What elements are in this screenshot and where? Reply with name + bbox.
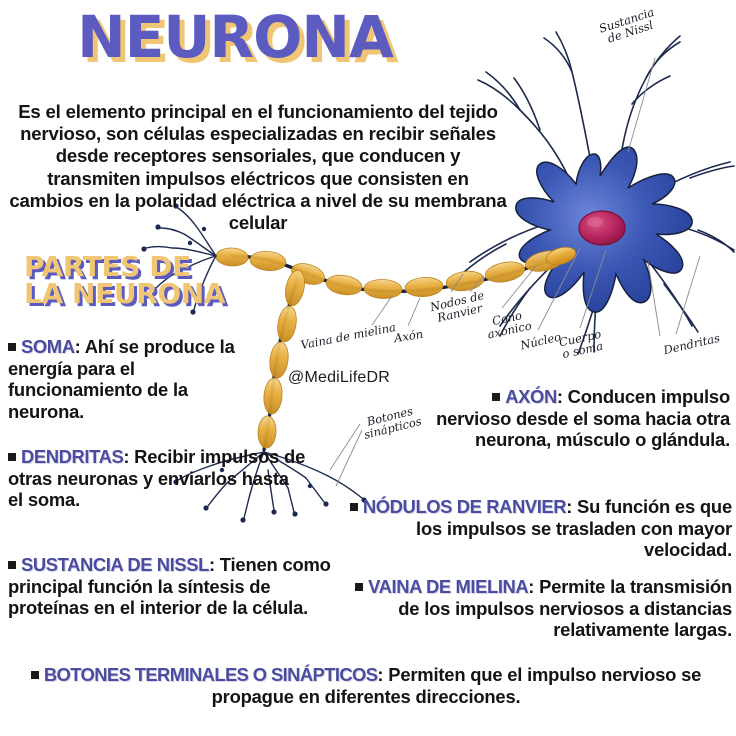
page-title: NEURONA bbox=[77, 3, 394, 71]
title-container: NEURONA bbox=[0, 8, 470, 66]
part-body-botones: : Permiten que el impulso nervioso se pr… bbox=[211, 664, 702, 707]
diagram-label-sustancia-de-nissl: Sustancia de Nissl bbox=[597, 5, 660, 47]
bullet-square-icon bbox=[349, 503, 358, 512]
intro-paragraph: Es el elemento principal en el funcionam… bbox=[9, 100, 507, 234]
diagram-label-cuerpo-o-soma: Cuerpo o soma bbox=[558, 327, 605, 362]
part-body-axon: : Conducen impulso nervioso desde el som… bbox=[436, 386, 730, 451]
part-term-nodulos: NÓDULOS DE RANVIER bbox=[362, 496, 567, 518]
watermark-handle: @MediLifeDR bbox=[288, 369, 391, 386]
diagram-label-axon: Axón bbox=[393, 326, 425, 346]
part-term-vaina: VAINA DE MIELINA bbox=[368, 576, 529, 598]
bullet-square-icon bbox=[355, 583, 364, 592]
part-item-vaina-de-mielina: VAINA DE MIELINA: Permite la transmisión… bbox=[330, 576, 732, 641]
part-body-nodulos: : Su función es que los impulsos se tras… bbox=[416, 496, 732, 561]
part-item-soma: SOMA: Ahí se produce la energía para el … bbox=[8, 336, 258, 422]
part-term-axon: AXÓN bbox=[505, 386, 557, 408]
part-item-botones-terminales: BOTONES TERMINALES O SINÁPTICOS: Permite… bbox=[8, 664, 724, 707]
bullet-square-icon bbox=[8, 453, 16, 462]
section-heading-line2: LA NEURONA bbox=[24, 277, 226, 311]
part-term-botones: BOTONES TERMINALES O SINÁPTICOS bbox=[43, 664, 378, 686]
part-term-nissl: SUSTANCIA DE NISSL bbox=[21, 554, 209, 576]
bullet-square-icon bbox=[30, 671, 39, 680]
part-item-axon: AXÓN: Conducen impulso nervioso desde el… bbox=[418, 386, 730, 451]
part-term-dendritas: DENDRITAS bbox=[21, 446, 124, 468]
diagram-label-botones-sinapticos: Botones sinápticos bbox=[360, 403, 423, 442]
bullet-square-icon bbox=[8, 343, 16, 352]
bullet-square-icon bbox=[8, 561, 16, 570]
part-body-vaina: : Permite la transmisión de los impulsos… bbox=[398, 576, 732, 641]
section-heading: PARTES DE LA NEURONA bbox=[24, 253, 304, 311]
diagram-label-dendritas: Dendritas bbox=[662, 330, 722, 358]
part-item-dendritas: DENDRITAS: Recibir impulsos de otras neu… bbox=[8, 446, 308, 511]
part-body-nissl: : Tienen como principal función la sínte… bbox=[8, 554, 331, 619]
part-term-soma: SOMA bbox=[21, 336, 75, 358]
bullet-square-icon bbox=[492, 393, 501, 402]
diagram-label-vaina-de-mielina: Vaina de mielina bbox=[299, 319, 397, 353]
part-body-soma: : Ahí se produce la energía para el func… bbox=[8, 336, 235, 422]
part-item-sustancia-de-nissl: SUSTANCIA DE NISSL: Tienen como principa… bbox=[8, 554, 338, 619]
diagram-label-nodos-de-ranvier: Nodos de Ranvier bbox=[429, 288, 488, 326]
part-item-nodulos-de-ranvier: NÓDULOS DE RANVIER: Su función es que lo… bbox=[340, 496, 732, 561]
